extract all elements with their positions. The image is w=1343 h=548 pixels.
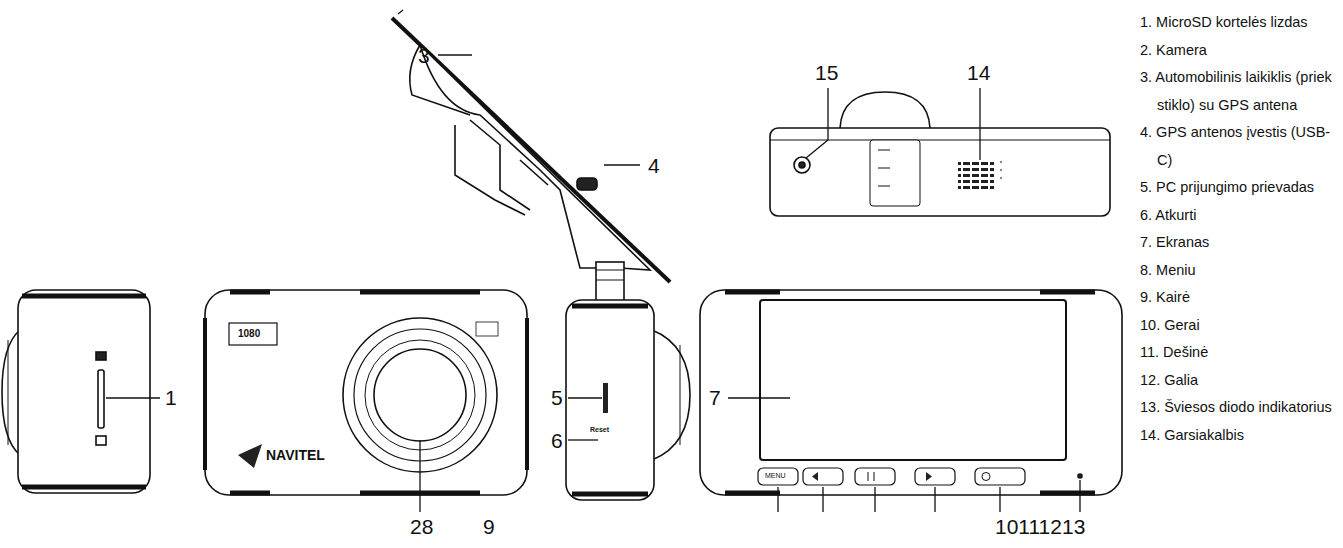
back-view: [700, 290, 1122, 495]
brand-logo: NAVITEL: [266, 448, 325, 462]
callout-number: 6: [551, 430, 563, 451]
leader-line: [106, 55, 1080, 512]
legend-line: 9. Kairė: [1140, 284, 1338, 312]
legend-line: 10. Gerai: [1140, 312, 1338, 340]
legend-line: 7. Ekranas: [1140, 229, 1338, 257]
callout-number: 15: [815, 62, 838, 83]
side-view-right: [566, 262, 690, 500]
callout-number: 28: [410, 516, 433, 537]
legend-line: 12. Galia: [1140, 367, 1338, 395]
top-view: [770, 92, 1110, 216]
legend-line: 3. Automobilinis laikiklis (priek stiklo…: [1140, 64, 1338, 119]
legend-line: 2. Kamera: [1140, 37, 1338, 65]
front-view: [205, 290, 527, 495]
legend-line: 6. Atkurti: [1140, 202, 1338, 230]
callout-number: 9: [483, 516, 495, 537]
legend-line: 5. PC prijungimo prievadas: [1140, 174, 1338, 202]
legend-line: 8. Meniu: [1140, 257, 1338, 285]
button-label: MENU: [765, 472, 786, 479]
callout-number: 7: [709, 387, 721, 408]
callout-number: 14: [967, 62, 990, 83]
legend-list: 1. MicroSD kortelės lizdas2. Kamera3. Au…: [1140, 9, 1338, 449]
legend-line: 11. Dešinė: [1140, 339, 1338, 367]
callout-number: 10111213: [995, 516, 1085, 537]
callout-number: 4: [648, 155, 660, 176]
legend-line: 14. Garsiakalbis: [1140, 422, 1338, 450]
legend-line: 1. MicroSD kortelės lizdas: [1140, 9, 1338, 37]
side-view-left: [2, 290, 150, 493]
port-label: Reset: [590, 426, 609, 433]
legend-line: 13. Šviesos diodo indikatorius: [1140, 394, 1338, 422]
resolution-badge: 1080: [238, 329, 260, 339]
legend-line: 4. GPS antenos įvestis (USB-C): [1140, 119, 1338, 174]
callout-number: 1: [165, 387, 177, 408]
mount-bracket: [392, 10, 670, 282]
callout-number: 3: [418, 45, 430, 66]
callout-number: 5: [551, 387, 563, 408]
